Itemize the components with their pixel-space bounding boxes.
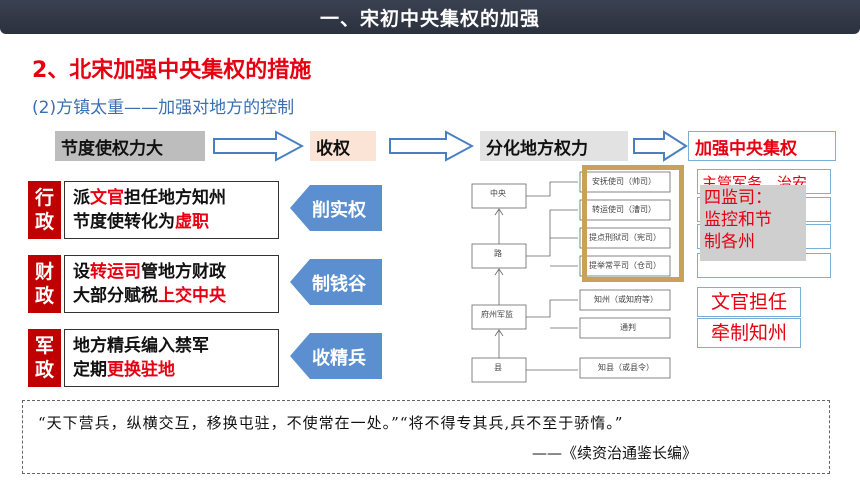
section-title: 2、北宋加强中央集权的措施 xyxy=(32,58,312,83)
banner-title: 一、宋初中央集权的加强 xyxy=(319,8,540,30)
org-node-official xyxy=(579,227,671,249)
flow-arrow-icon xyxy=(389,130,474,162)
org-node-official xyxy=(579,255,671,277)
org-chart-label: 知县（或县令） xyxy=(598,363,654,372)
measure-box: 派文官担任地方知州 节度使转化为虚职 xyxy=(64,181,279,239)
org-node-official xyxy=(579,317,671,339)
org-chart-label: 提举常平司（仓司） xyxy=(589,261,661,270)
category-label: 军政 xyxy=(28,329,61,387)
quote-box xyxy=(22,400,830,474)
org-chart-label: 府州军监 xyxy=(481,310,513,319)
measure-box: 设转运司管地方财政 大部分赋税上交中央 xyxy=(64,255,279,313)
supervisor-note: 四监司： 监控和节 制各州 xyxy=(700,185,806,261)
org-chart-label: 通判 xyxy=(620,323,636,332)
section-subtitle: (2)方镇太重——加强对地方的控制 xyxy=(32,98,295,118)
org-chart-label: 县 xyxy=(494,363,502,372)
measure-action: 制钱谷 xyxy=(312,274,366,295)
org-node-central xyxy=(471,183,527,209)
org-chart-label: 知州（或知府等） xyxy=(594,295,658,304)
quote-source: ——《续资治通鉴长编》 xyxy=(532,444,698,462)
flow-step-2: 收权 xyxy=(310,131,376,161)
org-node-route xyxy=(471,243,527,269)
org-node-official xyxy=(579,289,671,311)
category-label: 行政 xyxy=(28,181,61,239)
flow-step-1: 节度使权力大 xyxy=(55,131,205,161)
highlight-frame xyxy=(582,165,684,282)
flow-step-3: 分化地方权力 xyxy=(480,131,628,161)
org-node-official xyxy=(579,171,671,193)
note-civil-official: 文官担任 xyxy=(697,287,801,317)
org-node-official xyxy=(579,199,671,221)
quote-text: “天下营兵，纵横交互，移换屯驻，不使常在一处。”“将不得专其兵,兵不至于骄惰。” xyxy=(38,414,624,432)
flow-arrow-icon xyxy=(633,130,688,162)
measure-action: 削实权 xyxy=(312,200,366,221)
org-chart-label: 路 xyxy=(494,249,502,258)
org-chart-label: 转运使司（漕司） xyxy=(592,205,656,214)
org-chart-label: 安抚使司（帅司） xyxy=(592,177,656,186)
org-node-official xyxy=(579,357,671,379)
chevron-left-icon xyxy=(290,333,382,379)
measure-action: 收精兵 xyxy=(312,348,366,369)
measure-box: 地方精兵编入禁军 定期更换驻地 xyxy=(64,329,279,387)
flow-arrow-icon xyxy=(213,130,304,162)
org-chart-label: 提点刑狱司（宪司） xyxy=(589,233,661,242)
chevron-left-icon xyxy=(290,185,382,231)
chevron-left-icon xyxy=(290,259,382,305)
flow-step-4: 加强中央集权 xyxy=(688,131,836,161)
org-chart-label: 中央 xyxy=(490,189,506,198)
category-label: 财政 xyxy=(28,255,61,313)
title-banner xyxy=(0,0,860,34)
org-chart xyxy=(471,171,671,383)
note-check-prefect: 牵制知州 xyxy=(697,318,801,348)
